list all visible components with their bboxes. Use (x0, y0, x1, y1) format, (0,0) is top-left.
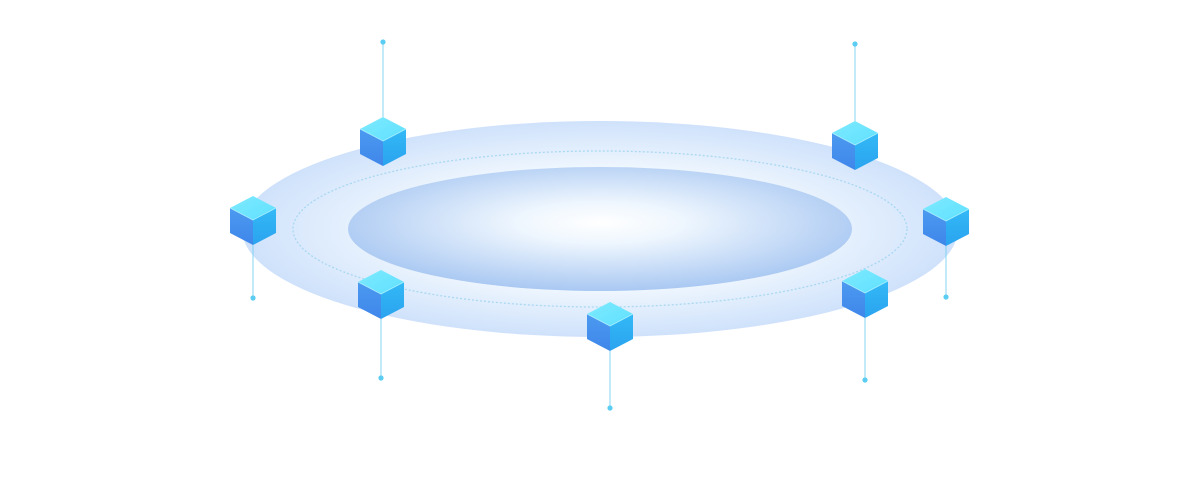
connector-dot-6 (862, 377, 868, 383)
connector-dot-2 (852, 41, 858, 47)
cube-edge-highlight (357, 281, 405, 295)
cube-icon (831, 121, 879, 170)
connector-dot-1 (380, 39, 386, 45)
connector-dot-7 (607, 405, 613, 411)
cube-edge-highlight (831, 132, 879, 146)
cube-icon (229, 196, 277, 245)
node-layer (229, 117, 970, 351)
cube-icon (841, 269, 889, 318)
cube-edge-highlight (922, 208, 970, 222)
cube-edge-highlight (359, 128, 407, 142)
cube-edge-highlight (841, 280, 889, 294)
connector-dot-5 (378, 375, 384, 381)
connector-dot-3 (250, 295, 256, 301)
cube-icon (357, 270, 405, 319)
cube-icon (359, 117, 407, 166)
cube-edge-highlight (586, 313, 634, 327)
cube-edge-highlight (229, 207, 277, 221)
connector-layer (250, 39, 949, 411)
cube-icon (586, 302, 634, 351)
connector-dot-4 (943, 294, 949, 300)
platform-orbit-ring (292, 150, 908, 308)
platform-inner-disc (348, 167, 852, 291)
cube-icon (922, 197, 970, 246)
